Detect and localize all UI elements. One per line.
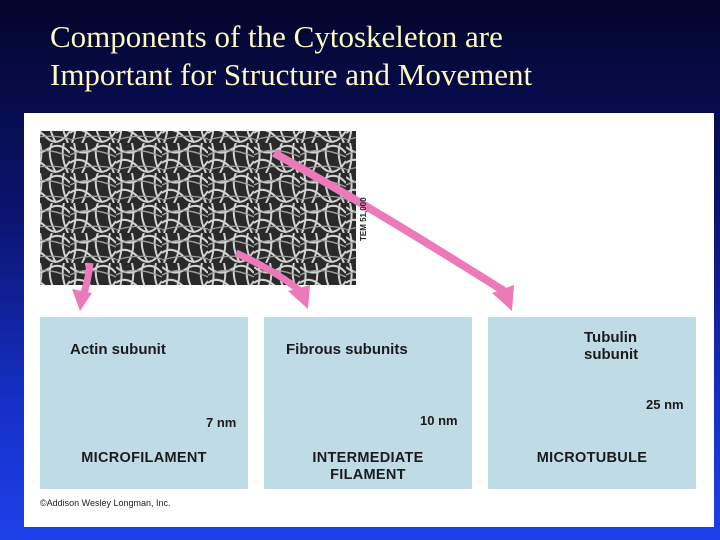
tubulin-subunit-label: Tubulin subunit — [584, 329, 638, 363]
intermediate-filament-diameter: 10 nm — [420, 413, 458, 428]
microfilament-caption: MICROFILAMENT — [81, 450, 207, 466]
microtubule-caption: MICROTUBULE — [536, 450, 648, 466]
title-line-1: Components of the Cytoskeleton are — [50, 19, 503, 54]
slide-title: Components of the Cytoskeleton are Impor… — [50, 18, 710, 94]
tubulin-label-line-2: subunit — [584, 346, 639, 363]
tem-micrograph — [40, 131, 356, 285]
intermediate-filament-caption: INTERMEDIATE FILAMENT — [264, 450, 472, 484]
copyright-credit: ©Addison Wesley Longman, Inc. — [40, 498, 171, 508]
actin-subunit-label: Actin subunit — [70, 341, 166, 358]
cytoskeleton-figure: TEM 51,000 Actin subunit 7 nm MICROFILAM… — [24, 113, 714, 527]
microfilament-diameter: 7 nm — [206, 415, 237, 430]
tubulin-label-line-1: Tubulin — [584, 329, 638, 346]
intermediate-filament-panel: Fibrous subunits 10 nm INTERMEDIATE FILA… — [264, 317, 472, 489]
magnification-label: TEM 51,000 — [359, 197, 368, 241]
pointer-arrows — [72, 149, 514, 311]
microfilament-panel: Actin subunit 7 nm MICROFILAMENT — [40, 317, 248, 489]
microtubule-diameter: 25 nm — [646, 397, 684, 412]
title-line-2: Important for Structure and Movement — [50, 57, 533, 92]
caption-line-2: FILAMENT — [330, 467, 406, 483]
caption-line-1: INTERMEDIATE — [312, 450, 424, 466]
microtubule-panel: Tubulin subunit 25 nm MICROTUBULE — [488, 317, 696, 489]
fibrous-subunits-label: Fibrous subunits — [286, 341, 408, 358]
